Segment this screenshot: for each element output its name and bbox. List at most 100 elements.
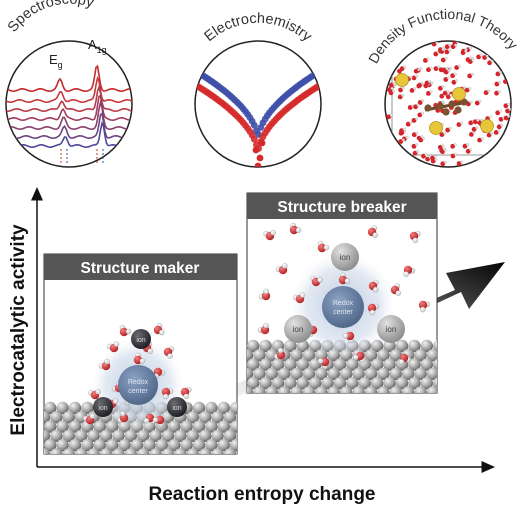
voltammetry-point <box>325 77 332 84</box>
surface-atom <box>389 349 402 362</box>
hydrogen-atom <box>471 58 475 62</box>
water-hydrogen <box>183 393 190 400</box>
surface-atom <box>137 429 150 443</box>
hydrogen-atom <box>480 137 484 140</box>
voltammetry-point <box>327 62 334 69</box>
surface-atom <box>333 358 347 371</box>
hydrogen-atom <box>389 113 393 117</box>
complex-atom <box>442 108 450 116</box>
hydrogen-atom <box>457 64 461 68</box>
maker-title: Structure maker <box>81 260 200 277</box>
surface-atom <box>408 339 421 353</box>
surface-atom <box>408 377 421 390</box>
hydrogen-atom <box>448 67 452 70</box>
surface-atom <box>155 439 168 452</box>
hydrogen-atom <box>443 131 446 135</box>
breaker-redox-label-1: Redox <box>333 300 354 307</box>
surface-atom <box>395 377 409 390</box>
hydrogen-atom <box>415 117 419 121</box>
oxygen-atom <box>482 55 487 60</box>
surface-atom <box>383 396 395 408</box>
spectrum-trace <box>6 120 132 149</box>
oxygen-atom <box>454 65 460 70</box>
surface-atom <box>284 377 297 390</box>
surface-atom <box>433 396 445 408</box>
hydrogen-atom <box>420 135 424 138</box>
hydrogen-atom <box>460 121 463 125</box>
surface-atom <box>211 448 224 454</box>
surface-atom <box>296 358 309 371</box>
surface-atom <box>192 420 206 433</box>
surface-atom <box>223 448 237 454</box>
surface-atom <box>352 386 365 393</box>
surface-atom <box>309 396 321 408</box>
maker-redox-center <box>118 365 158 405</box>
surface-atom <box>174 448 187 454</box>
complex-atom <box>460 98 468 106</box>
oxygen-atom <box>487 60 492 66</box>
surface-atom <box>118 458 130 470</box>
breaker-ion-top-label: ion <box>340 253 351 262</box>
voltammetry-point <box>181 61 188 68</box>
water-oxygen <box>418 300 428 310</box>
surface-atom <box>389 367 402 381</box>
oxygen-atom <box>495 110 501 116</box>
surface-atom <box>56 458 68 470</box>
surface-atom <box>296 339 309 353</box>
oxygen-atom <box>412 150 418 156</box>
surface-atom <box>346 396 358 408</box>
surface-atom <box>62 411 75 424</box>
oxygen-atom <box>387 87 392 93</box>
oxygen-atom <box>409 88 415 93</box>
water-hydrogen <box>344 278 351 284</box>
surface-atom <box>327 386 340 393</box>
hydrogen-atom <box>463 86 466 90</box>
water-hydrogen <box>403 271 409 277</box>
water-hydrogen <box>104 358 110 365</box>
voltammetry-point <box>185 64 192 71</box>
water-hydrogen <box>369 309 376 316</box>
surface-atom <box>223 429 237 443</box>
voltammetry-point <box>183 76 190 83</box>
surface-atom <box>168 420 181 433</box>
oxygen-atom <box>474 100 480 106</box>
water-oxygen <box>367 303 377 313</box>
oxygen-atom <box>416 135 422 141</box>
hydrogen-atom <box>409 121 413 125</box>
surface-atom <box>377 349 390 362</box>
surface-atom <box>149 448 162 454</box>
maker-ion-right <box>167 397 187 417</box>
surface-atom <box>106 439 119 452</box>
spectra-traces <box>6 64 132 149</box>
surface-atom <box>284 358 297 371</box>
oxygen-atom <box>444 44 450 50</box>
water-hydrogen <box>89 413 96 419</box>
surface-atom <box>211 411 224 424</box>
surface-atom <box>334 396 346 408</box>
surface-atom <box>205 401 218 415</box>
water-hydrogen <box>263 288 269 295</box>
oxygen-atom <box>450 44 456 50</box>
surface-atom <box>247 386 254 393</box>
surface-atom <box>433 340 437 352</box>
spectrum-trace <box>6 99 132 131</box>
hydrogen-atom <box>441 144 445 148</box>
spectroscopy-circle <box>5 40 133 168</box>
oxygen-atom <box>413 104 418 110</box>
surface-atom <box>296 377 309 390</box>
surface-atom <box>193 458 205 470</box>
maker-ion-top <box>131 329 151 349</box>
surface-atom <box>265 367 278 381</box>
oxygen-atom <box>431 41 437 47</box>
hydrogen-atom <box>500 123 504 127</box>
oxygen-atom <box>417 82 423 88</box>
surface-atom <box>50 429 63 443</box>
surface-atom <box>68 401 82 415</box>
water-hydrogen <box>420 306 426 313</box>
surface-atom <box>131 458 143 470</box>
breaker-ion-top <box>331 243 359 271</box>
surface-atom <box>371 358 384 371</box>
voltammetry-point <box>318 80 321 88</box>
hydrogen-atom <box>415 131 419 135</box>
surface-atom <box>174 429 187 443</box>
